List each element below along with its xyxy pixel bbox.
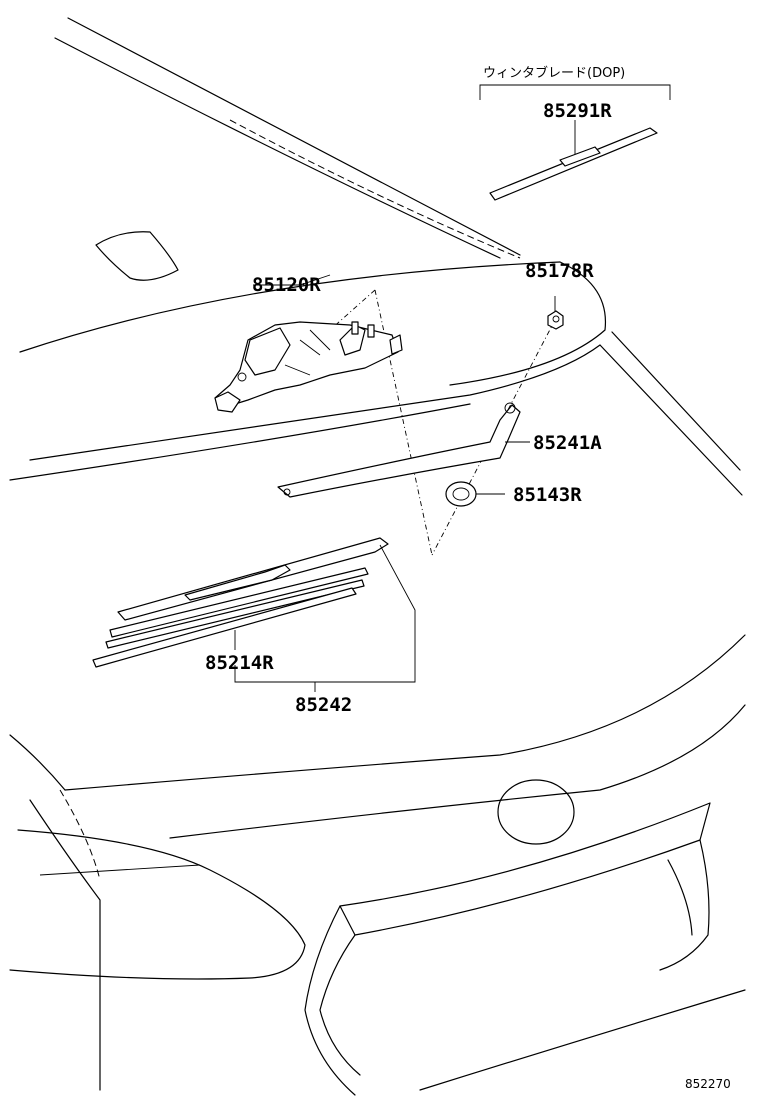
part-85242-wiper-blade-assembly: [92, 537, 416, 692]
vehicle-body-outline: [9, 17, 743, 496]
emblem-outline: [497, 779, 575, 845]
label-85120r: 85120R: [252, 274, 321, 296]
label-85178r: 85178R: [525, 260, 594, 282]
part-85120r-wiper-motor: [214, 321, 403, 413]
label-85291r: 85291R: [543, 100, 612, 122]
label-winter-blade-group: ウィンタブレード(DOP): [483, 65, 625, 81]
part-labels: ウィンタブレード(DOP) 85291R 85178R 85120R 85241…: [205, 65, 731, 1091]
label-85214r: 85214R: [205, 652, 274, 674]
part-85241a-wiper-arm: [277, 402, 530, 498]
label-85242: 85242: [295, 694, 352, 716]
rear-bumper-outline: [9, 634, 746, 1096]
label-85143r: 85143R: [513, 484, 582, 506]
part-85143r-cap: [445, 481, 505, 507]
label-85241a: 85241A: [533, 432, 602, 454]
part-85178r-nut: [547, 310, 564, 330]
figure-reference-number: 852270: [685, 1077, 731, 1091]
part-85291r-winter-blade: [479, 84, 671, 201]
